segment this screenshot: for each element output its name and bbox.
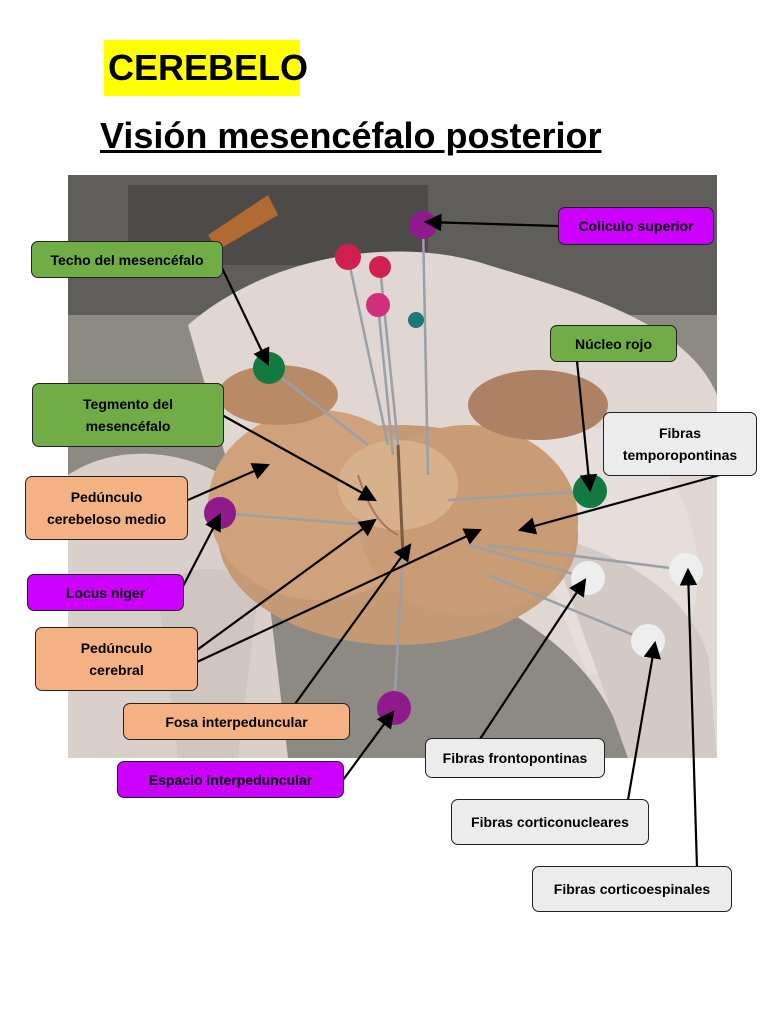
pointer-coliculo-superior [423, 213, 559, 232]
label-tegmento-mesencefalo: Tegmento del mesencéfalo [32, 383, 224, 447]
label-text: Fibras frontopontinas [442, 750, 588, 766]
label-text: Fibras corticoespinales [553, 881, 711, 897]
label-text-line2: cerebeloso medio [46, 511, 167, 527]
label-text: Techo del mesencéfalo [50, 251, 204, 268]
pointer-techo [221, 267, 270, 366]
pointer-peduncolo-cerebral-b [196, 528, 482, 663]
label-locus-niger: Locus niger [27, 574, 184, 611]
pointer-fosa-interpeduncular [294, 543, 412, 705]
pointer-locus-niger [179, 513, 222, 593]
label-text: Coliculo superior [578, 218, 694, 234]
pointer-nucleo-rojo [575, 360, 598, 493]
label-fibras-temporopontinas: Fibras temporopontinas [603, 412, 757, 476]
label-text-line2: mesencéfalo [85, 418, 171, 434]
label-espacio-interpeduncular: Espacio interpeduncular [117, 761, 344, 798]
label-fibras-frontopontinas: Fibras frontopontinas [425, 738, 605, 778]
label-text-line2: cerebral [89, 662, 144, 678]
label-text-line1: Pedúnculo [80, 640, 153, 656]
pointer-fibras-corticoespinales [679, 567, 699, 869]
label-text-line2: temporopontinas [622, 447, 738, 463]
label-fibras-corticoespinales: Fibras corticoespinales [532, 866, 732, 912]
pointer-tegmento [221, 414, 377, 502]
pointer-peduncolo-cerebeloso [187, 463, 271, 502]
label-nucleo-rojo: Núcleo rojo [550, 325, 677, 362]
label-text-line1: Fibras [658, 425, 701, 441]
label-coliculo-superior: Coliculo superior [558, 207, 714, 245]
pointer-espacio-interpeduncular [342, 710, 395, 781]
label-text: Núcleo rojo [574, 335, 652, 352]
pointer-fibras-corticonucleares [626, 640, 662, 801]
label-peduncolo-cerebral: Pedúnculo cerebral [35, 627, 198, 691]
label-techo-mesencefalo: Techo del mesencéfalo [31, 241, 223, 278]
pointer-peduncolo-cerebral-a [196, 518, 377, 651]
label-fibras-corticonucleares: Fibras corticonucleares [451, 799, 649, 845]
label-text: Locus niger [65, 584, 146, 601]
page-title: CEREBELO [108, 47, 309, 88]
label-peduncolo-cerebeloso-medio: Pedúnculo cerebeloso medio [25, 476, 188, 540]
pointer-fibras-temporopontinas [517, 473, 721, 535]
pointer-fibras-frontopontinas [479, 578, 587, 740]
label-text: Fosa interpeduncular [165, 713, 308, 730]
label-text-line1: Tegmento del [83, 396, 173, 412]
title-highlight [104, 40, 300, 96]
label-text: Fibras corticonucleares [471, 814, 629, 830]
page-subtitle: Visión mesencéfalo posterior [100, 115, 602, 156]
label-text-line1: Pedúnculo [70, 489, 143, 505]
label-text: Espacio interpeduncular [148, 771, 313, 788]
label-fosa-interpeduncular: Fosa interpeduncular [123, 703, 350, 740]
